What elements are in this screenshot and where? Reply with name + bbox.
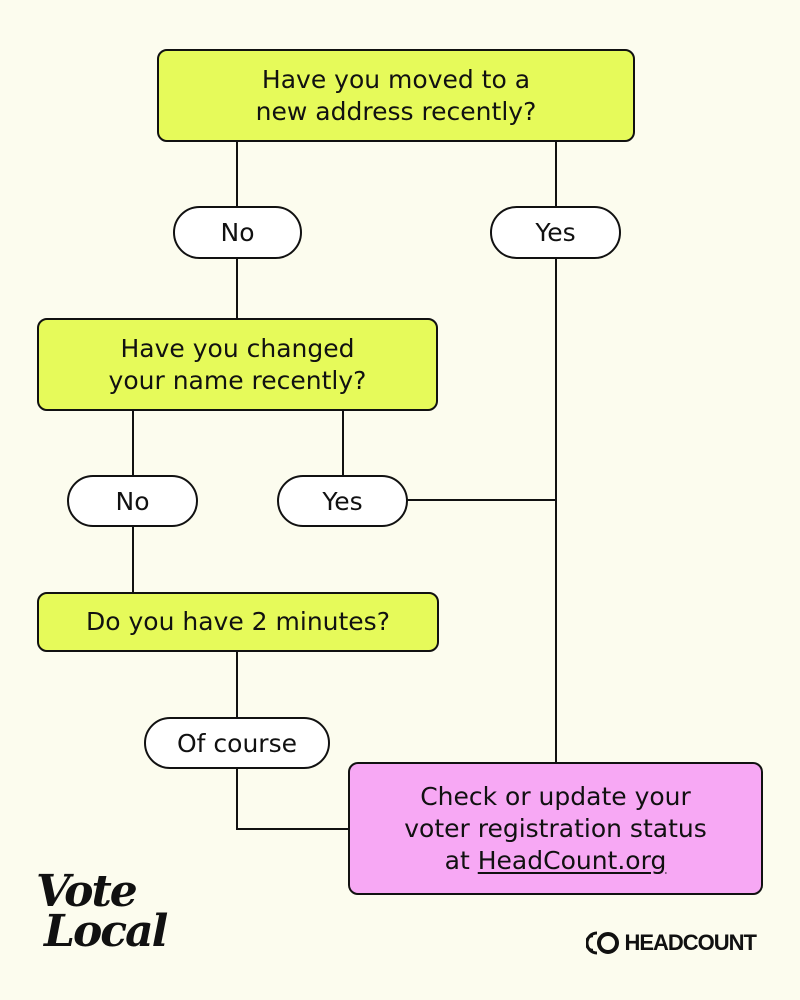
vote-local-logo-line1: Vote	[36, 866, 138, 917]
answer-q2-no-label: No	[115, 486, 150, 516]
answer-q1-no: No	[173, 206, 302, 259]
question-changed-name-text: Have you changed your name recently?	[108, 333, 367, 395]
question-moved-address-text: Have you moved to a new address recently…	[255, 64, 537, 126]
headcount-wordmark: HEADCOUNT	[624, 930, 757, 955]
result-line-1: Check or update your	[420, 781, 691, 811]
answer-q2-no: No	[67, 475, 198, 527]
headcount-link[interactable]: HeadCount.org	[477, 845, 667, 875]
connector-ofcourse-result	[236, 768, 350, 830]
answer-q2-yes: Yes	[277, 475, 408, 527]
question-two-minutes: Do you have 2 minutes?	[37, 592, 439, 652]
result-line-2: voter registration status	[404, 813, 707, 843]
result-line-3: at HeadCount.org	[445, 845, 667, 877]
vote-local-logo: Vote Local	[36, 866, 168, 957]
answer-q1-yes-label: Yes	[535, 218, 576, 247]
question-moved-address: Have you moved to a new address recently…	[157, 49, 635, 142]
result-prefix: at	[444, 845, 478, 875]
answer-of-course: Of course	[144, 717, 330, 769]
vote-local-logo-line2: Local	[44, 906, 168, 957]
question-two-minutes-text: Do you have 2 minutes?	[86, 607, 390, 636]
answer-q1-yes: Yes	[490, 206, 621, 259]
result-check-registration: Check or update your voter registration …	[348, 762, 763, 895]
headcount-ring-icon	[586, 931, 620, 955]
answer-of-course-label: Of course	[177, 728, 297, 758]
question-changed-name: Have you changed your name recently?	[37, 318, 438, 411]
headcount-logo: HEADCOUNT	[586, 930, 757, 956]
answer-q2-yes-label: Yes	[322, 486, 363, 516]
answer-q1-no-label: No	[220, 218, 255, 247]
